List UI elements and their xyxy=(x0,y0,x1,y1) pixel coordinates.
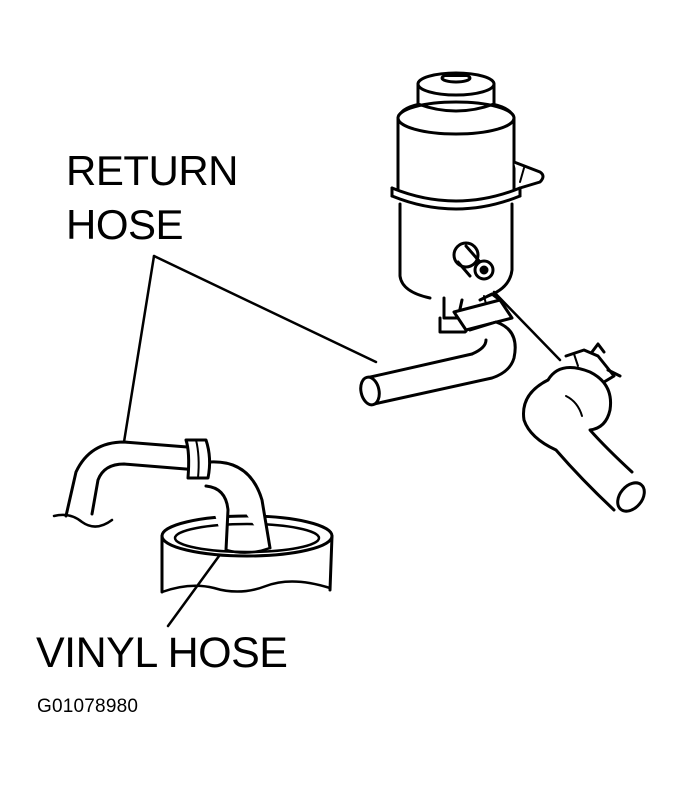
reservoir-side-nipple xyxy=(454,243,493,279)
return-hose-reservoir xyxy=(358,294,515,407)
leader-nipple-to-hose xyxy=(494,292,560,360)
return-hose-label-line2: HOSE xyxy=(66,201,184,248)
reservoir-cap xyxy=(418,73,494,111)
vinyl-hose-label: VINYL HOSE xyxy=(36,629,288,677)
vinyl-hose-assembly xyxy=(54,440,332,592)
leader-lines xyxy=(124,256,560,626)
detached-hose xyxy=(524,344,650,516)
return-hose-label-line1: RETURN xyxy=(66,147,239,194)
leader-return-hose-reservoir xyxy=(154,256,376,362)
reservoir-tank xyxy=(392,73,543,332)
figure-id: G01078980 xyxy=(37,696,139,717)
leader-return-hose-vinyl xyxy=(124,256,154,442)
